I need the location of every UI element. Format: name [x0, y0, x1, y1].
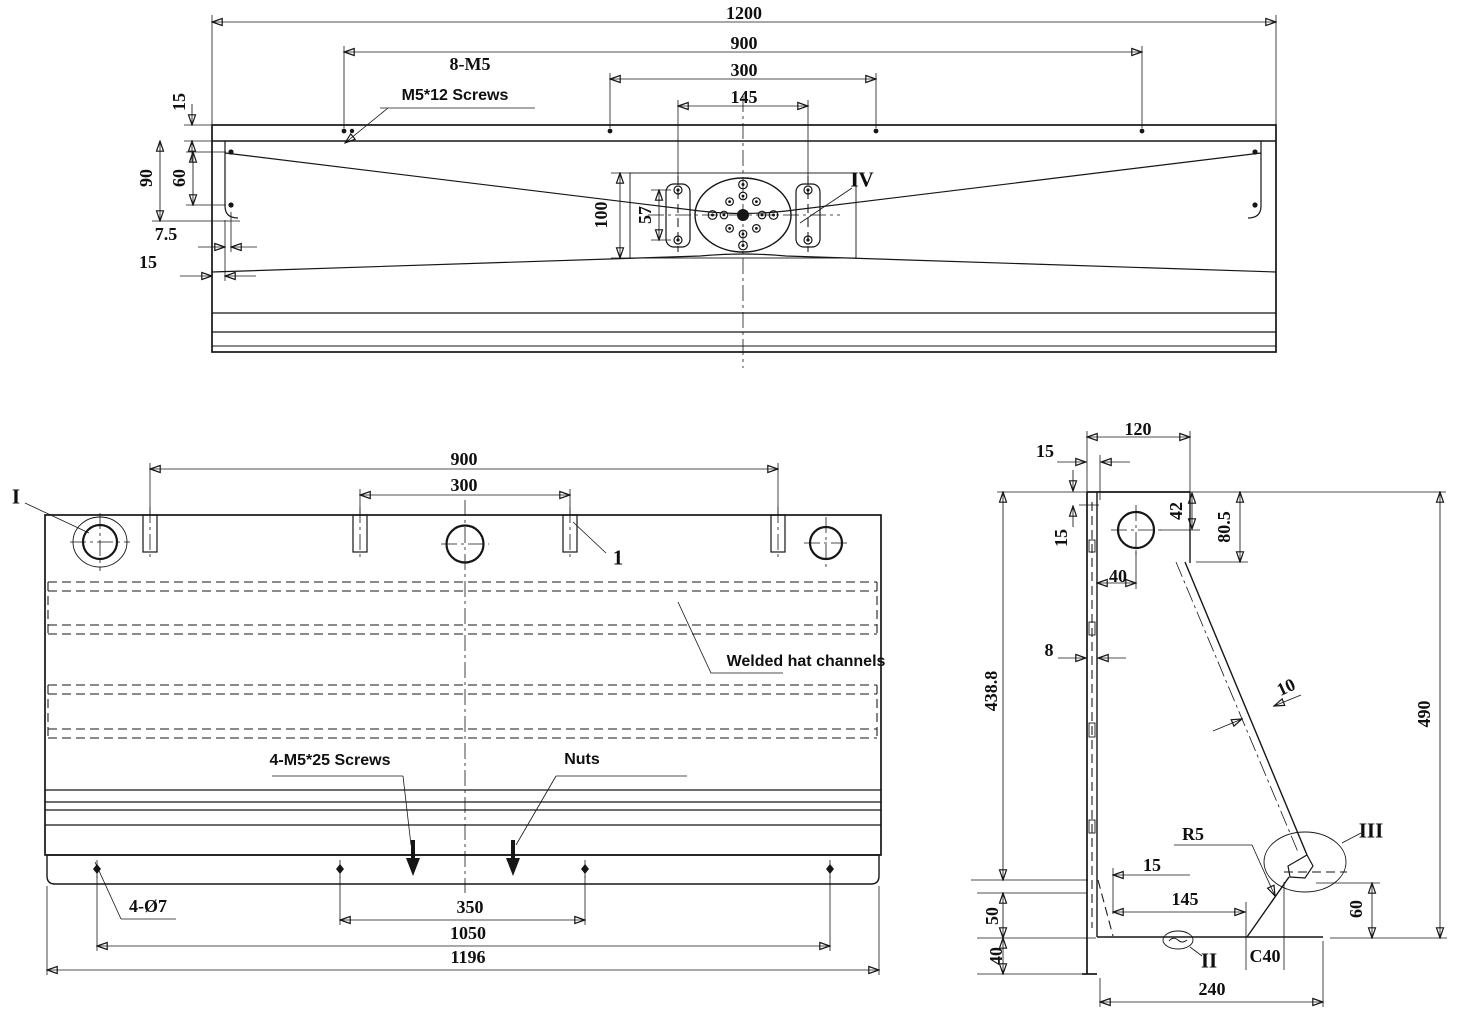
front-view-dimensions	[24, 463, 879, 975]
dim-90: 90	[136, 169, 156, 187]
label-8-m5: 8-M5	[449, 54, 491, 74]
dim-60: 60	[169, 169, 189, 187]
screws-leader-line	[345, 107, 389, 143]
label-c40: C40	[1249, 946, 1281, 966]
brace-diagonal	[1184, 561, 1308, 856]
dim-50: 50	[982, 907, 1002, 925]
iv-leader-line	[799, 187, 853, 224]
dim-900: 900	[730, 33, 758, 53]
bottom-plate	[46, 854, 880, 885]
dim-57: 57	[635, 206, 655, 224]
side-view-dimensions	[971, 431, 1447, 1007]
dim-42: 42	[1166, 502, 1186, 520]
dim-15-wall: 15	[1051, 529, 1071, 547]
dim-15-foot: 15	[1143, 855, 1161, 875]
foot-gusset	[1097, 879, 1114, 937]
label-iv: IV	[850, 167, 874, 192]
dim-145-side: 145	[1171, 889, 1199, 909]
dim-60-side: 60	[1346, 900, 1366, 918]
dim-1200: 1200	[726, 3, 762, 23]
label-4-d7: 4-Ø7	[129, 896, 167, 916]
label-r5: R5	[1182, 824, 1204, 844]
hat-channel-leader	[677, 601, 783, 674]
label-welded-hat-channels: Welded hat channels	[726, 653, 886, 670]
dim-240: 240	[1198, 979, 1226, 999]
top-view-dimensions	[152, 15, 1276, 281]
label-m5x12-screws: M5*12 Screws	[401, 87, 509, 104]
dim-8: 8	[1044, 640, 1054, 660]
brace-end-tab	[1287, 854, 1314, 879]
side-view	[1082, 491, 1446, 975]
dim-300: 300	[730, 60, 758, 80]
dim-300-front: 300	[450, 475, 478, 495]
detail-ii-circle	[1162, 930, 1194, 950]
dim-100: 100	[591, 201, 611, 229]
hat-channel-band-2	[47, 684, 878, 739]
screws-4m525-leader	[402, 775, 412, 846]
dim-15-edge: 15	[139, 252, 157, 272]
lower-taper-line	[211, 253, 1277, 273]
label-i: I	[11, 484, 21, 509]
dim-40-hole: 40	[1109, 566, 1127, 586]
nuts-leader	[515, 775, 557, 846]
dim-1050: 1050	[450, 923, 486, 943]
label-nuts: Nuts	[564, 751, 600, 768]
hole-4d7-leader	[94, 861, 122, 920]
dim-80-5: 80.5	[1214, 511, 1234, 543]
stud-1-leader	[572, 521, 607, 554]
hat-channel-band-1	[47, 581, 878, 635]
left-end-bracket	[224, 141, 239, 219]
screw-arrow	[506, 840, 520, 876]
r5-leader	[1251, 844, 1275, 896]
label-1: 1	[612, 545, 624, 570]
dim-145: 145	[730, 87, 758, 107]
label-ii: II	[1200, 948, 1218, 973]
dim-120: 120	[1124, 419, 1152, 439]
detail-iii-circle	[1263, 831, 1347, 893]
dim-15-top: 15	[1036, 441, 1054, 461]
top-view	[211, 96, 1277, 368]
front-view	[44, 500, 882, 893]
label-4-m5x25-screws: 4-M5*25 Screws	[269, 752, 391, 769]
dim-15-flange: 15	[169, 93, 189, 111]
dim-1196: 1196	[450, 947, 486, 967]
label-iii: III	[1358, 818, 1384, 843]
dim-350: 350	[456, 897, 484, 917]
right-end-bracket	[1247, 141, 1262, 219]
chamfer-line	[1246, 876, 1290, 938]
dim-900-front: 900	[450, 449, 478, 469]
screw-arrow	[406, 840, 420, 876]
detail-i-leader	[24, 502, 90, 534]
dim-490: 490	[1414, 700, 1434, 728]
dim-438-8: 438.8	[981, 670, 1001, 712]
dim-7-5: 7.5	[154, 224, 178, 244]
dim-40-foot: 40	[986, 947, 1006, 965]
bottom-plate-holes	[93, 860, 834, 878]
